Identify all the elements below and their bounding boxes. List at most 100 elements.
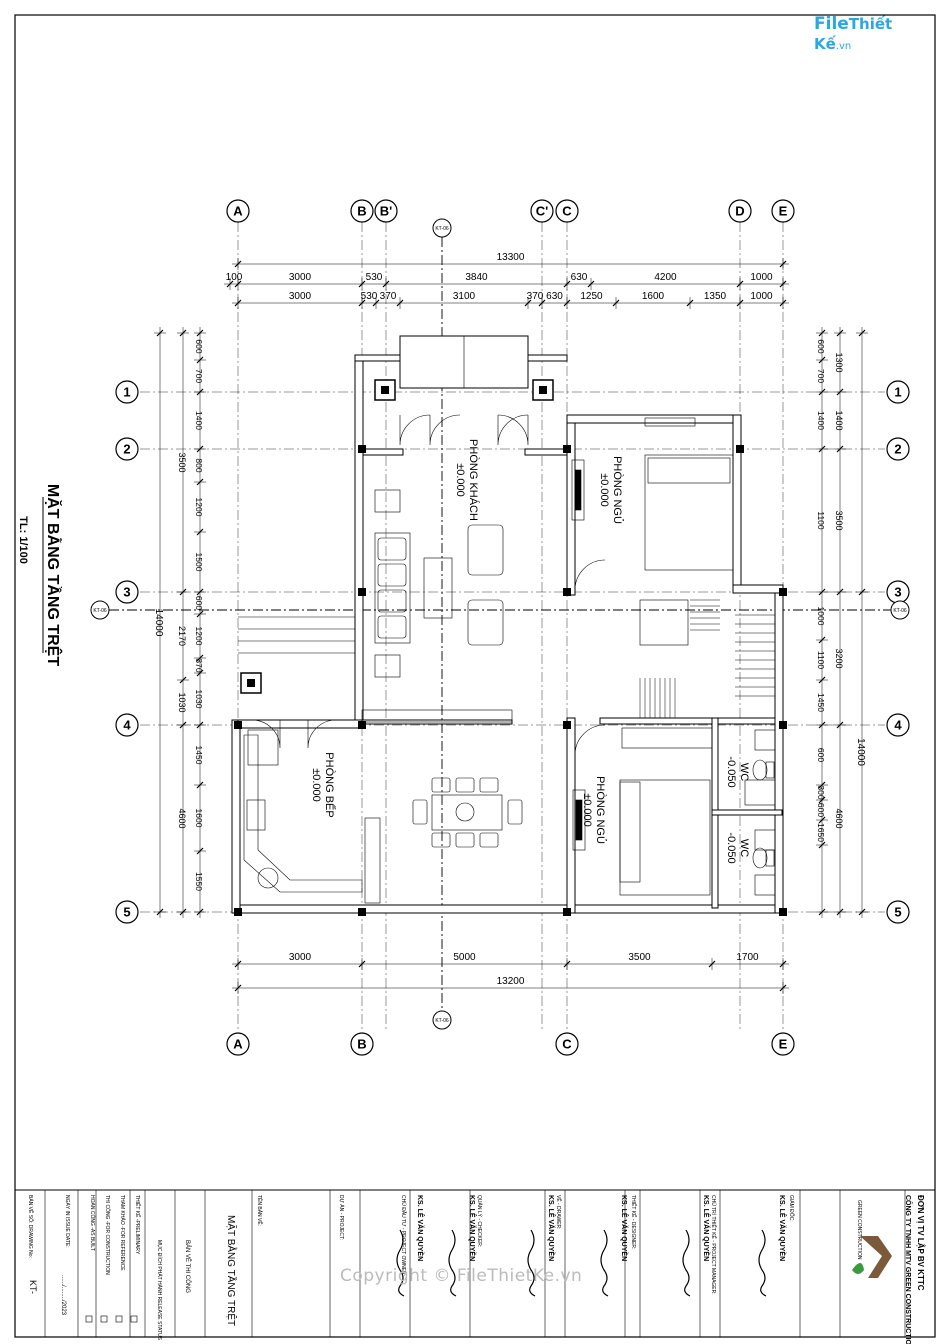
room-label: WC-0.050 <box>725 832 750 863</box>
grid-bubble-label: 1 <box>123 385 130 400</box>
grid-bubble-label: 2 <box>894 442 901 457</box>
dimension-label: 1400 <box>834 410 844 430</box>
release-option: THI CÔNG -FOR CONSTRUCTION <box>104 1195 111 1275</box>
dimension-label: 1500 <box>194 553 204 572</box>
room-level: -0.050 <box>725 832 737 863</box>
grid-bubble-label: C <box>562 204 572 219</box>
logo-part-file: File <box>814 14 849 34</box>
signature <box>527 1229 536 1297</box>
grid-bubble-label: 3 <box>123 585 130 600</box>
dimension-label: 13200 <box>497 976 525 987</box>
dimension-label: 5000 <box>453 952 476 963</box>
release-option: THIẾT KẾ -PRELIMINARY <box>134 1195 141 1255</box>
dimension-label: 3500 <box>628 952 651 963</box>
dimension-label: 370 <box>380 291 397 302</box>
room-name: WC <box>738 839 750 857</box>
designer-name: KS. LÊ VĂN QUYỀN <box>620 1195 630 1261</box>
drawing-no: KT- <box>28 1280 38 1294</box>
dimension-label: 14000 <box>855 738 866 766</box>
director-name: KS. LÊ VĂN QUYỀN <box>778 1195 788 1261</box>
company-name: CÔNG TY TNHH MTV GREEN CONSTRUCTION <box>904 1195 913 1344</box>
grid-bubble-label: 3 <box>894 585 901 600</box>
dimension-label: 630 <box>571 272 588 283</box>
grid-bubble-left: 1 <box>115 380 139 404</box>
signature <box>396 1229 405 1297</box>
release-checkbox[interactable] <box>100 1315 108 1323</box>
dimension-label: 1350 <box>704 291 727 302</box>
release-checkbox[interactable] <box>115 1315 123 1323</box>
dimension-label: 4600 <box>177 808 187 828</box>
sheet-name: MẶT BẰNG TẦNG TRỆT <box>225 1215 238 1326</box>
section-marker: KT-06 <box>432 1010 452 1030</box>
dimension-label: 1450 <box>816 693 826 712</box>
grid-bubble-label: 2 <box>123 442 130 457</box>
grid-bubble-label: 4 <box>894 718 902 733</box>
grid-bubble-left: 2 <box>115 437 139 461</box>
issue-date: ....../......../2023 <box>60 1275 66 1316</box>
section-tag: KT-06 <box>435 1018 449 1024</box>
grid-bubble-bottom: A <box>226 1032 250 1056</box>
grid-bubble-left: 4 <box>115 713 139 737</box>
pm-name: KS. LÊ VĂN QUYỀN <box>702 1195 712 1261</box>
grid-bubble-label: A <box>233 204 243 219</box>
release-checkbox[interactable] <box>130 1315 138 1323</box>
grid-bubble-right: 2 <box>886 437 910 461</box>
dim-left-overall: 14000 <box>153 327 166 918</box>
dimension-label: 1100 <box>816 511 826 530</box>
grid-bubble-label: 5 <box>894 905 901 920</box>
room-label: PHÒNG BẾP±0.000 <box>310 752 336 817</box>
watermark: Copyright © FileThietKe.vn <box>340 1266 583 1286</box>
section-tag: KT-06 <box>93 608 107 614</box>
company-logo-mark <box>860 1236 892 1278</box>
dimension-label: 1400 <box>816 411 826 430</box>
dimension-label: 370 <box>527 291 544 302</box>
status: BẢN VẼ THI CÔNG <box>184 1240 191 1293</box>
dimension-label: 1000 <box>750 291 773 302</box>
drawing-no-label: BẢN VẼ SỐ: DRAWING No: <box>27 1195 34 1258</box>
grid-bubble-bottom: E <box>771 1032 795 1056</box>
grid-bubble-label: B <box>357 204 366 219</box>
grid-bubble-label: 5 <box>123 905 130 920</box>
grid-bubble-label: 4 <box>123 718 131 733</box>
grid-bubble-right: 1 <box>886 380 910 404</box>
dimension-label: 1200 <box>194 498 204 517</box>
dimension-label: 1300 <box>834 352 844 372</box>
grid-bubble-label: D <box>735 204 744 219</box>
grid-bubble-right: 3 <box>886 580 910 604</box>
grid-bubble-label: E <box>779 204 788 219</box>
room-name: PHÒNG KHÁCH <box>467 439 480 521</box>
room-label: WC-0.050 <box>725 756 750 787</box>
section-marker-side: KT-06 <box>890 600 910 620</box>
room-name: PHÒNG NGỦ <box>594 776 607 844</box>
dimension-label: 14000 <box>153 609 164 637</box>
drawer-name: KS. LÊ VĂN QUYỀN <box>547 1195 557 1261</box>
dimension-label: 3200 <box>834 648 844 668</box>
room-name: WC <box>738 763 750 781</box>
dimension-label: 530 <box>366 272 383 283</box>
site-logo: FileThiết Kế.vn <box>814 14 924 53</box>
grid-bubble-right: 5 <box>886 900 910 924</box>
date-label: NGÀY IN ISSUE DATE: <box>64 1195 71 1248</box>
dim-right-overall: 14000 <box>855 327 868 918</box>
room-level: ±0.000 <box>454 463 466 497</box>
dimension-label: 600 <box>816 339 826 353</box>
grid-bubble-left: 5 <box>115 900 139 924</box>
dimension-label: 300 <box>816 785 826 799</box>
drawing-scale: TL: 1/100 <box>17 516 29 564</box>
dimension-label: 3500 <box>834 510 844 530</box>
grid-bubble-top: E <box>771 199 795 223</box>
grid-bubble-label: B' <box>380 204 392 219</box>
grid-bubble-top: D <box>728 199 752 223</box>
room-level: ±0.000 <box>598 473 610 507</box>
grid-bubble-right: 4 <box>886 713 910 737</box>
release-checkbox[interactable] <box>85 1315 93 1323</box>
grid-bubble-top: B <box>350 199 374 223</box>
dimension-label: 3000 <box>289 952 312 963</box>
